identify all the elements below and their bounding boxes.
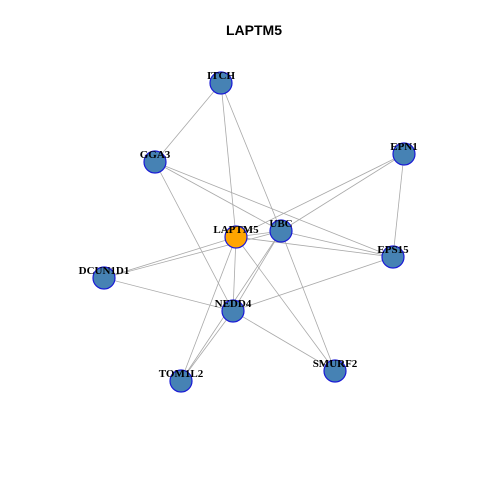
node-label-ubc: UBC [269,218,292,230]
node-label-itch: ITCH [207,70,236,82]
edge-nedd4-tom1l2 [180,310,234,382]
edge-layer [103,82,405,382]
edge-epn1-ubc [280,153,405,232]
edge-ubc-smurf2 [280,230,336,372]
node-itch [209,71,233,95]
edge-ubc-eps15 [280,230,394,258]
node-nedd4 [221,299,245,323]
node-eps15 [381,245,405,269]
node-label-smurf2: SMURF2 [313,358,358,370]
node-laptm5 [224,225,248,249]
node-label-laptm5: LAPTM5 [213,224,259,236]
edge-epn1-eps15 [392,153,405,258]
diagram-title: LAPTM5 [226,22,282,38]
node-label-tom1l2: TOM1L2 [159,368,204,380]
node-layer [92,71,416,393]
edge-laptm5-eps15 [235,236,394,258]
node-gga3 [143,150,167,174]
edge-itch-gga3 [154,82,222,163]
node-dcun1d1 [92,266,116,290]
edge-gga3-ubc [154,161,282,232]
edge-laptm5-nedd4 [232,236,237,312]
edge-nedd4-smurf2 [232,310,336,372]
edge-ubc-nedd4 [232,230,282,312]
node-label-dcun1d1: DCUN1D1 [79,265,130,277]
edge-laptm5-dcun1d1 [103,236,237,279]
edge-laptm5-tom1l2 [180,236,237,382]
node-tom1l2 [169,369,193,393]
node-label-nedd4: NEDD4 [215,298,252,310]
edge-laptm5-smurf2 [235,236,336,372]
edge-ubc-dcun1d1 [103,230,282,279]
node-label-eps15: EPS15 [377,244,409,256]
edge-epn1-laptm5 [235,153,405,238]
node-smurf2 [323,359,347,383]
node-label-gga3: GGA3 [140,149,171,161]
edge-nedd4-eps15 [232,256,394,312]
node-epn1 [392,142,416,166]
node-label-epn1: EPN1 [390,141,418,153]
edge-dcun1d1-nedd4 [103,277,234,312]
edge-itch-ubc [220,82,282,232]
node-ubc [269,219,293,243]
edge-gga3-nedd4 [154,161,234,312]
edge-gga3-eps15 [154,161,394,258]
edge-itch-laptm5 [220,82,237,238]
